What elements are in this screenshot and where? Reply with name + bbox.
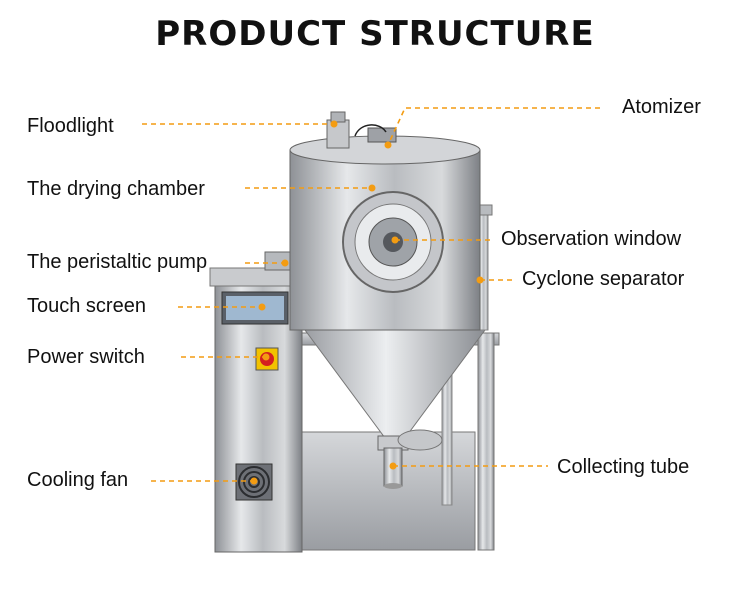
label-collecting-tube: Collecting tube <box>557 456 690 478</box>
label-touch-screen: Touch screen <box>27 295 146 317</box>
leader-lines <box>142 107 600 482</box>
label-floodlight: Floodlight <box>27 115 114 137</box>
label-atomizer: Atomizer <box>622 96 701 118</box>
label-drying-chamber: The drying chamber <box>27 178 205 200</box>
label-observation-window: Observation window <box>501 228 682 250</box>
control-cabinet <box>214 281 303 553</box>
label-cyclone-separator: Cyclone separator <box>522 268 685 290</box>
touch-screen-display <box>226 296 284 320</box>
frame-leg-right <box>477 332 495 551</box>
leader-dots <box>250 120 484 485</box>
floodlight-housing <box>326 119 350 149</box>
drying-cone <box>304 329 486 439</box>
label-peristaltic-pump: The peristaltic pump <box>27 251 208 273</box>
label-power-switch: Power switch <box>27 346 145 368</box>
page-title: PRODUCT STRUCTURE <box>155 14 595 54</box>
label-cooling-fan: Cooling fan <box>27 469 129 491</box>
